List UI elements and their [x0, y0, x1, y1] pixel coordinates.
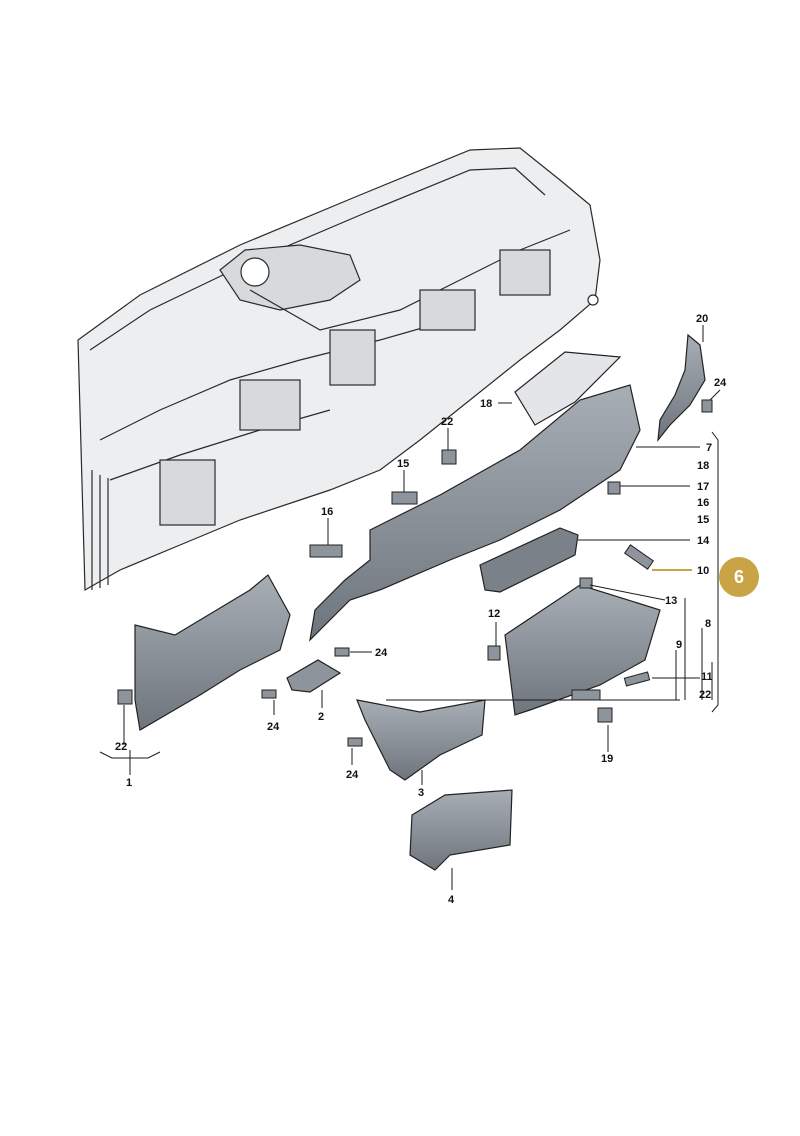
label-19: 19 [601, 753, 613, 765]
part-17-clip [607, 481, 621, 495]
label-18-left: 18 [480, 398, 492, 410]
part-24-screw-c [347, 737, 363, 747]
part-1-panel [134, 574, 291, 731]
label-15-left: 15 [397, 458, 409, 470]
part-3-cover [356, 699, 486, 781]
label-9: 9 [676, 639, 682, 651]
label-11: 11 [701, 671, 713, 683]
label-3: 3 [418, 787, 424, 799]
part-4-cover [409, 789, 513, 871]
label-15-right: 15 [697, 514, 709, 526]
label-14: 14 [697, 535, 710, 547]
part-24-screw-b [261, 689, 277, 699]
label-24-a: 24 [267, 721, 280, 733]
part-13-clip [579, 577, 593, 589]
label-20: 20 [696, 313, 708, 325]
part-2-insert [286, 659, 342, 693]
label-22-top: 22 [441, 416, 453, 428]
part-22-clip-top [441, 449, 457, 465]
label-24-b: 24 [375, 647, 388, 659]
label-24-top: 24 [714, 377, 727, 389]
part-9-latch [571, 689, 601, 701]
label-2: 2 [318, 711, 324, 723]
label-18-right: 18 [697, 460, 709, 472]
label-22-left: 22 [115, 741, 127, 753]
label-13: 13 [665, 595, 677, 607]
label-22-right: 22 [699, 689, 711, 701]
label-16-left: 16 [321, 506, 333, 518]
part-14-vent [479, 527, 579, 593]
part-12-clip [487, 645, 501, 661]
part-19-clip [597, 707, 613, 723]
part-8-glovebox [504, 584, 661, 716]
dashboard-frame [77, 147, 601, 592]
part-18-cover [514, 351, 622, 426]
part-11-bolt [623, 671, 651, 687]
label-17: 17 [697, 481, 709, 493]
part-15-clip [391, 491, 418, 505]
callout-labels: 1 22 2 24 24 24 3 4 16 15 22 18 20 24 7 … [115, 313, 727, 906]
label-8: 8 [705, 618, 711, 630]
label-1: 1 [126, 777, 132, 789]
leader-lines [99, 325, 721, 890]
label-12: 12 [488, 608, 500, 620]
label-7: 7 [706, 442, 712, 454]
part-16-clip [309, 544, 343, 558]
highlight-badge: 6 [719, 557, 759, 597]
part-24-screw-a [334, 647, 350, 657]
part-10-rod [623, 544, 655, 570]
part-24-clip-top [701, 399, 713, 413]
part-20-trim [657, 333, 706, 442]
part-7-carrier [309, 384, 641, 642]
label-4: 4 [448, 894, 455, 906]
label-24-c: 24 [346, 769, 359, 781]
label-10: 10 [697, 565, 709, 577]
label-16-right: 16 [697, 497, 709, 509]
part-22-clip-left [117, 689, 133, 705]
